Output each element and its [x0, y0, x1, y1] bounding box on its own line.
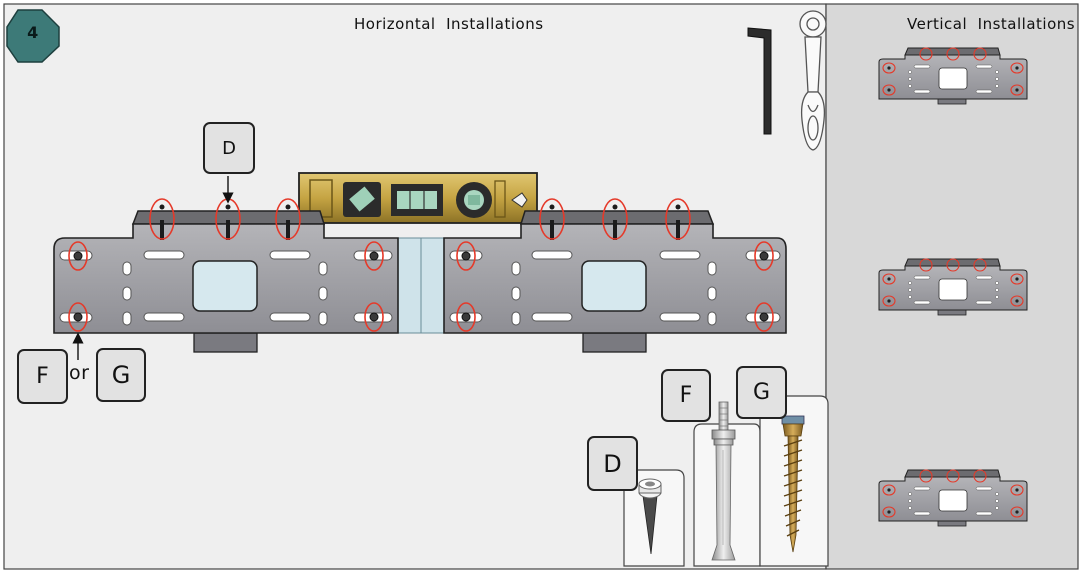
- or-text: or: [69, 362, 90, 384]
- expansion-bolt-icon: [711, 401, 736, 561]
- vertical-bracket-1: [878, 47, 1028, 105]
- highlight-rings: [68, 198, 774, 332]
- horizontal-bracket-assembly: [53, 204, 787, 353]
- hex-key-icon: [747, 27, 772, 135]
- lag-screw-icon: [781, 415, 805, 553]
- ratchet-wrench-icon: [799, 10, 827, 151]
- callout-g-bracket: G: [96, 348, 146, 402]
- step-badge: [6, 9, 60, 63]
- horizontal-installations-title: Horizontal Installations: [354, 15, 544, 33]
- callout-f-bracket: F: [17, 349, 68, 404]
- anchor-sleeve-icon: [638, 478, 662, 555]
- callout-d-bracket: D: [203, 122, 255, 174]
- spirit-level-icon: [298, 172, 538, 224]
- step-number: 4: [27, 23, 39, 42]
- callout-d-part: D: [587, 436, 638, 491]
- callout-g-part: G: [736, 366, 787, 419]
- callout-f-part: F: [661, 369, 711, 422]
- vertical-installations-title: Vertical Installations: [907, 15, 1076, 33]
